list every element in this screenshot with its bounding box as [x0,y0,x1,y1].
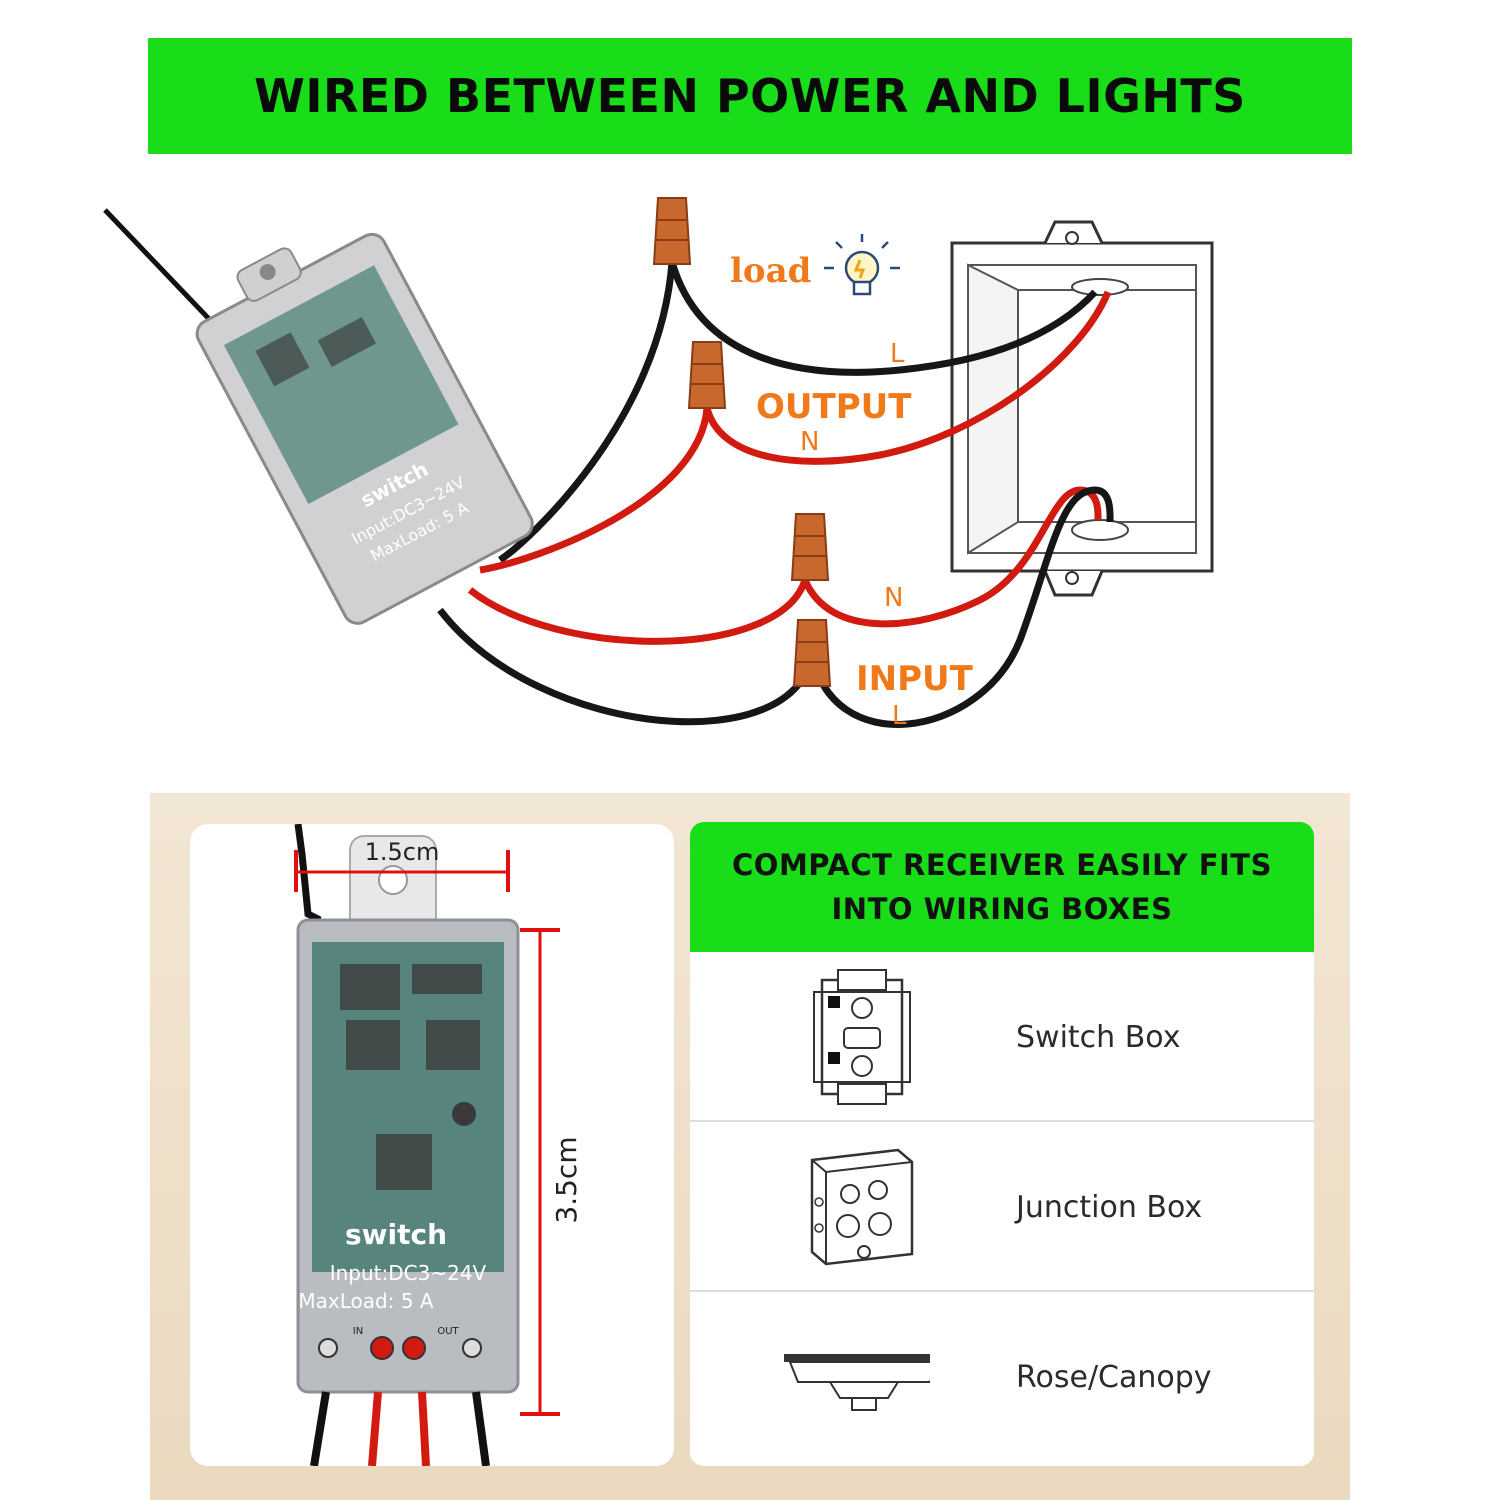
wire-nut-input-n [790,513,830,581]
top-banner: WIRED BETWEEN POWER AND LIGHTS [148,38,1352,154]
list-item: Switch Box [690,952,1314,1122]
wall-box-icon [950,220,1214,597]
load-l-wire [498,261,676,563]
width-measure [294,850,510,892]
wire-nut-load [652,197,692,265]
input-l-box-wire [808,486,1114,728]
wire-n-input-label: N [884,583,903,613]
list-item: Junction Box [690,1122,1314,1292]
device-input-label: Input:DC3~24V [330,1261,487,1285]
item-label: Rose/Canopy [1016,1359,1212,1395]
rose-canopy-icon [784,1354,930,1411]
terminal-out-label: OUT [437,1326,459,1337]
fits-card-header: COMPACT RECEIVER EASILY FITS INTO WIRING… [690,822,1314,952]
banner-title: WIRED BETWEEN POWER AND LIGHTS [254,69,1246,123]
input-label: INPUT [856,659,974,699]
output-n-box-wire [703,290,1112,465]
wire-nut-output [687,341,727,409]
receiver-device: switch Input:DC3~24V MaxLoad: 5 A [195,232,534,625]
wire-l-top-label: L [890,339,905,369]
antenna-wire [103,208,212,322]
wire-l-bottom-label: L [892,701,907,731]
item-label: Switch Box [1016,1019,1181,1055]
output-n-wire [479,407,711,574]
wire-n-output-label: N [800,427,819,457]
junction-box-icon [810,1148,914,1266]
height-measure [520,928,560,1416]
divider [690,1120,1314,1122]
list-item: Rose/Canopy [690,1292,1314,1462]
load-l-box-wire [668,261,1098,376]
height-label: 3.5cm [550,1136,583,1223]
wire-nut-input-l [792,619,832,687]
fits-card-heading: COMPACT RECEIVER EASILY FITS INTO WIRING… [732,848,1272,926]
input-l-wire [437,607,816,726]
load-label: load [730,251,811,291]
width-label: 1.5cm [365,838,440,866]
output-label: OUTPUT [756,387,912,427]
item-label: Junction Box [1016,1189,1203,1225]
wiring-diagram: switch Input:DC3~24V MaxLoad: 5 A load O… [103,197,1214,731]
fits-card: COMPACT RECEIVER EASILY FITS INTO WIRING… [690,822,1314,1466]
device-maxload-label: MaxLoad: 5 A [298,1289,434,1313]
light-bulb-icon [824,234,900,296]
size-diagram: switch Input:DC3~24V MaxLoad: 5 A IN OUT… [294,824,583,1466]
input-n-wire [467,578,809,645]
terminal-in-label: IN [353,1326,363,1337]
switch-box-icon [813,969,911,1105]
device-brand-label: switch [345,1218,447,1251]
divider [690,1290,1314,1292]
antenna-cable [294,824,322,924]
